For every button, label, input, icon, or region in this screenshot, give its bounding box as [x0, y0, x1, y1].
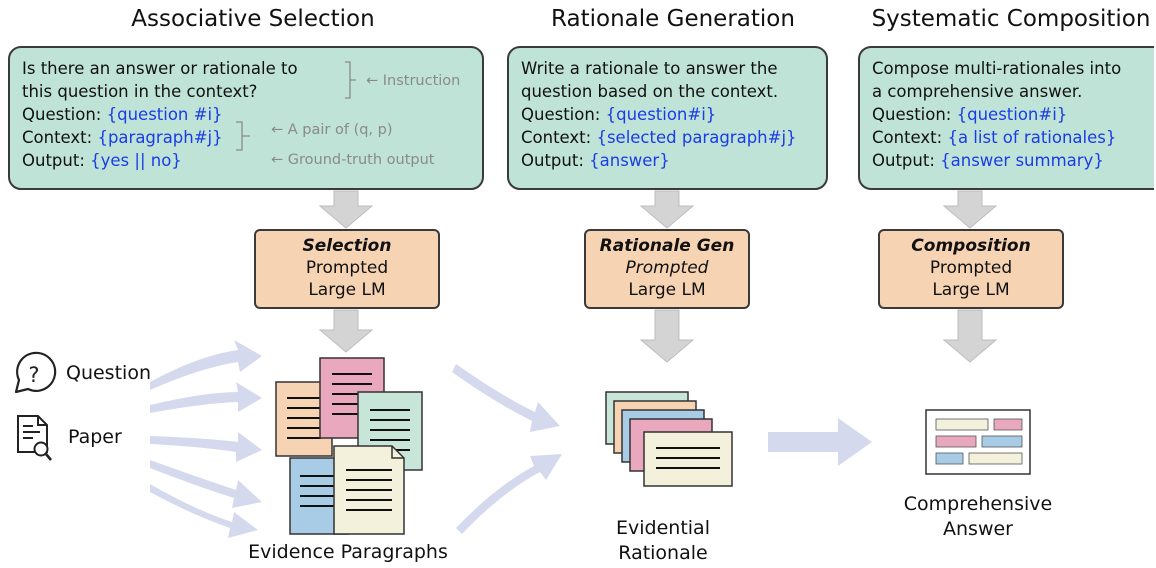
- prompt-placeholder: {question#i}: [605, 105, 717, 124]
- prompt-line: Output: {answer}: [521, 149, 814, 172]
- prompt-box-rationale: Write a rationale to answer the question…: [507, 46, 828, 190]
- prompt-line: Write a rationale to answer the: [521, 59, 778, 78]
- stage-title-rationale: Rationale Generation: [551, 6, 795, 32]
- evidential-rationale-label: Evidential Rationale: [588, 516, 738, 566]
- flow-arrow-icon: [452, 364, 560, 432]
- down-arrow-icon: [639, 190, 695, 229]
- model-line: Large LM: [628, 280, 706, 300]
- paper-label: Paper: [68, 426, 122, 448]
- model-line: Prompted: [625, 258, 709, 278]
- prompt-box-composition: Compose multi-rationales into a comprehe…: [858, 46, 1154, 190]
- prompt-box-selection: Is there an answer or rationale to this …: [8, 46, 484, 190]
- flow-arrow-icon: [150, 432, 262, 462]
- model-name: Selection: [302, 236, 392, 256]
- prompt-key: Question:: [521, 105, 606, 124]
- prompt-line: Question: {question #i}: [22, 103, 470, 126]
- prompt-key: Context:: [872, 128, 948, 147]
- model-name: Composition: [911, 236, 1031, 256]
- prompt-placeholder: {question#i}: [956, 105, 1068, 124]
- prompt-placeholder: {answer summary}: [940, 151, 1104, 170]
- prompt-key: Question:: [872, 105, 957, 124]
- document-search-icon: [17, 415, 52, 461]
- prompt-placeholder: {paragraph#j}: [97, 128, 223, 147]
- prompt-placeholder: {answer}: [589, 151, 670, 170]
- rationale-card: [643, 431, 733, 487]
- bracket-marks: [236, 61, 356, 151]
- label-line: Answer: [943, 518, 1013, 540]
- down-arrow-icon: [639, 309, 695, 363]
- pair-annotation: ← A pair of (q, p): [271, 122, 393, 138]
- model-line: Prompted: [929, 258, 1013, 278]
- prompt-key: Output:: [22, 151, 91, 170]
- evidence-paragraph-stack: [275, 357, 423, 535]
- prompt-key: Question:: [22, 105, 107, 124]
- pair-annotation-text: A pair of (q, p): [287, 122, 393, 138]
- model-box-composition: Composition Prompted Large LM: [878, 229, 1064, 309]
- down-arrow-icon: [318, 309, 374, 353]
- paragraph-doc: [333, 445, 405, 535]
- prompt-key: Output:: [872, 151, 941, 170]
- instruction-annotation: ← Instruction: [366, 73, 461, 89]
- evidence-paragraphs-label: Evidence Paragraphs: [248, 541, 448, 563]
- question-label: Question: [66, 362, 151, 384]
- label-line: Comprehensive: [903, 493, 1053, 515]
- answer-summary-icon: [925, 409, 1031, 475]
- prompt-line: Compose multi-rationales into: [872, 59, 1122, 78]
- down-arrow-icon: [942, 309, 998, 363]
- flow-arrow-icon: [150, 382, 262, 413]
- model-line: Prompted: [305, 258, 389, 278]
- stage-title-selection: Associative Selection: [131, 6, 375, 32]
- prompt-line: a comprehensive answer.: [872, 82, 1083, 101]
- comprehensive-answer-label: Comprehensive Answer: [888, 492, 1068, 542]
- prompt-line: Is there an answer or rationale to: [22, 59, 298, 78]
- model-line: Large LM: [308, 280, 386, 300]
- prompt-line: this question in the context?: [22, 82, 258, 101]
- prompt-key: Output:: [521, 151, 590, 170]
- flow-arrow-icon: [150, 460, 262, 508]
- prompt-placeholder: {a list of rationales}: [947, 128, 1117, 147]
- ground-truth-annotation-text: Ground-truth output: [287, 152, 435, 168]
- prompt-line: Question: {question#i}: [872, 103, 1142, 126]
- stage-title-composition: Systematic Composition: [871, 6, 1151, 32]
- model-name: Rationale Gen: [599, 236, 735, 256]
- ground-truth-annotation: ← Ground-truth output: [271, 152, 435, 168]
- flow-arrow-icon: [768, 418, 872, 466]
- model-line: Large LM: [932, 280, 1010, 300]
- prompt-line: Context: {a list of rationales}: [872, 126, 1142, 149]
- svg-text:?: ?: [28, 363, 39, 387]
- prompt-key: Context:: [521, 128, 597, 147]
- rationale-card-stack: [605, 391, 733, 487]
- prompt-line: question based on the context.: [521, 82, 779, 101]
- down-arrow-icon: [318, 190, 374, 229]
- prompt-line: Output: {yes || no}: [22, 149, 470, 172]
- prompt-line: Context: {paragraph#j}: [22, 126, 470, 149]
- label-line: Rationale: [618, 542, 708, 564]
- prompt-placeholder: {question #i}: [106, 105, 223, 124]
- prompt-placeholder: {yes || no}: [90, 151, 182, 170]
- question-icon: ?: [14, 351, 57, 394]
- prompt-line: Context: {selected paragraph#j}: [521, 126, 814, 149]
- model-box-rationale: Rationale Gen Prompted Large LM: [584, 229, 750, 309]
- prompt-line: Output: {answer summary}: [872, 149, 1142, 172]
- down-arrow-icon: [942, 190, 998, 229]
- flow-arrow-icon: [150, 484, 258, 538]
- instruction-annotation-text: Instruction: [382, 73, 461, 89]
- prompt-placeholder: {selected paragraph#j}: [596, 128, 797, 147]
- flow-arrow-icon: [456, 454, 562, 534]
- prompt-key: Context:: [22, 128, 98, 147]
- flow-arrow-icon: [150, 340, 262, 390]
- model-box-selection: Selection Prompted Large LM: [254, 229, 440, 309]
- label-line: Evidential: [616, 517, 710, 539]
- prompt-line: Question: {question#i}: [521, 103, 814, 126]
